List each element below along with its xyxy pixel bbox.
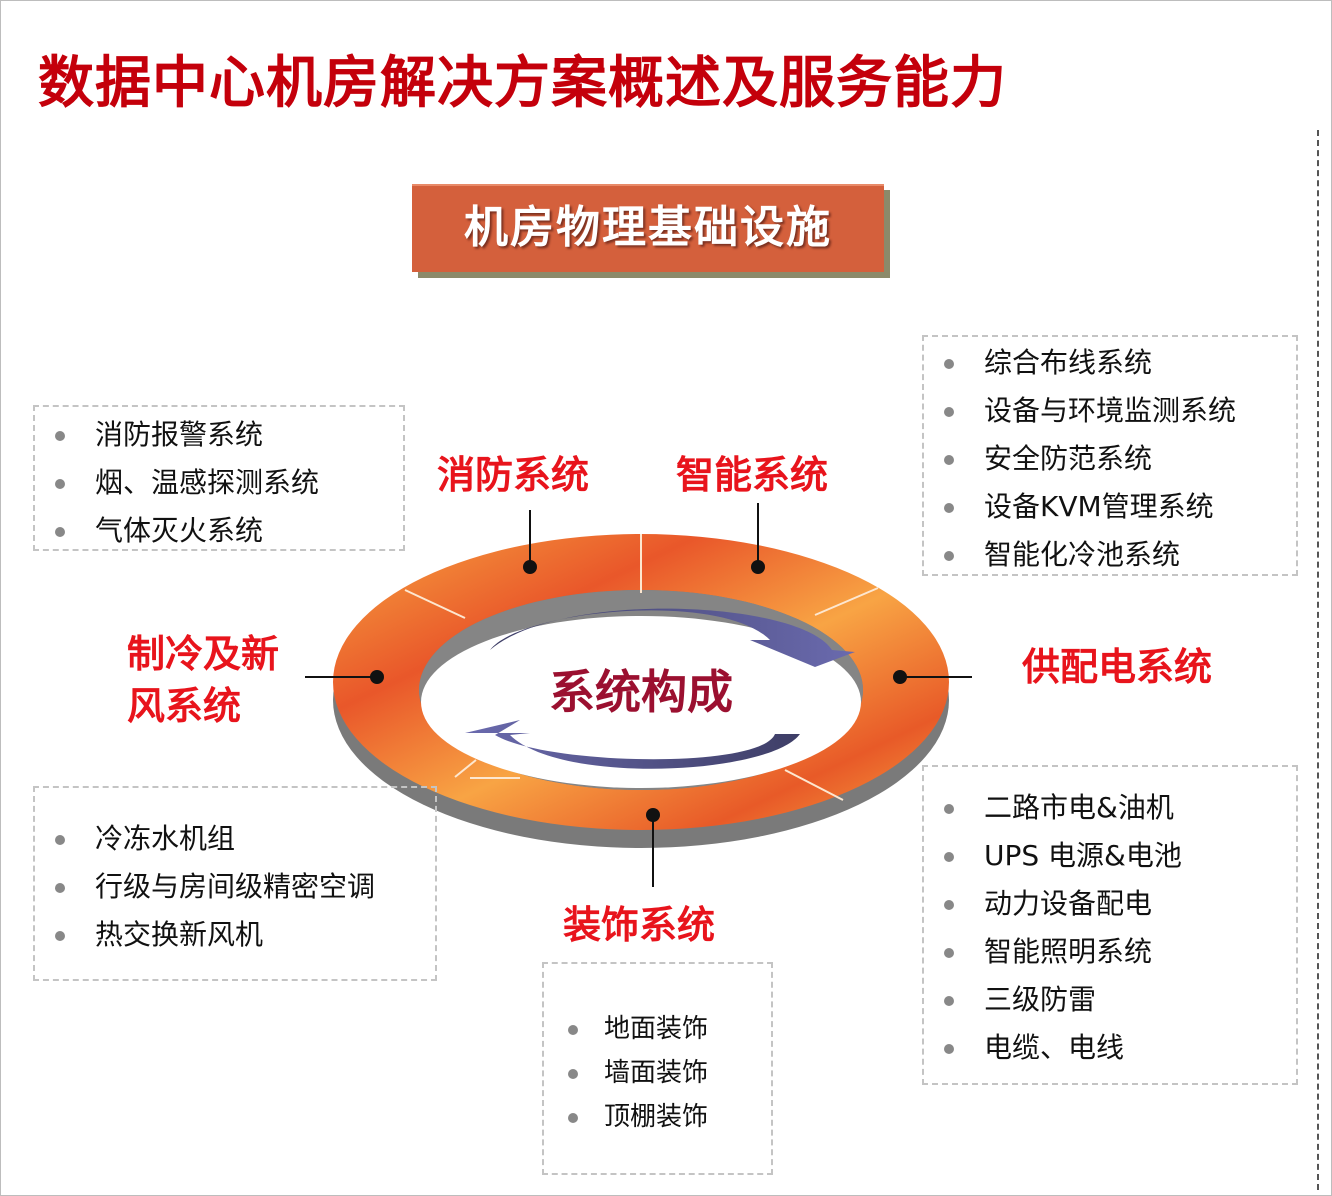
label-smart: 智能系统 xyxy=(676,453,829,497)
decor-list: 地面装饰 墙面装饰 顶棚装饰 xyxy=(542,962,773,1175)
list-item: 消防报警系统 xyxy=(55,415,263,455)
segment-dividers xyxy=(404,534,879,801)
list-item: 热交换新风机 xyxy=(55,915,263,955)
ring-top xyxy=(333,534,949,830)
page-title: 数据中心机房解决方案概述及服务能力 xyxy=(38,51,1007,116)
connector-lines xyxy=(305,503,972,887)
label-decor: 装饰系统 xyxy=(563,903,716,947)
label-fire: 消防系统 xyxy=(437,453,590,497)
list-item: 地面装饰 xyxy=(568,1009,708,1049)
list-item: 墙面装饰 xyxy=(568,1053,708,1093)
center-label: 系统构成 xyxy=(549,665,733,719)
label-cooling-2: 风系统 xyxy=(127,684,242,728)
list-item: 三级防雷 xyxy=(944,980,1096,1020)
cycle-arrow-top-icon xyxy=(490,608,855,667)
dashed-divider xyxy=(1317,130,1319,1190)
ring-hole xyxy=(421,616,861,788)
list-item: 安全防范系统 xyxy=(944,439,1152,479)
connector-dots xyxy=(370,560,907,822)
fire-list: 消防报警系统 烟、温感探测系统 气体灭火系统 xyxy=(33,405,405,551)
list-item: UPS 电源&电池 xyxy=(944,836,1182,876)
list-item: 设备KVM管理系统 xyxy=(944,487,1214,527)
list-item: 行级与房间级精密空调 xyxy=(55,867,375,907)
cycle-arrow-bottom-icon xyxy=(465,720,800,769)
list-item: 动力设备配电 xyxy=(944,884,1152,924)
list-item: 二路市电&油机 xyxy=(944,788,1174,828)
cooling-list: 冷冻水机组 行级与房间级精密空调 热交换新风机 xyxy=(33,786,437,981)
list-item: 智能化冷池系统 xyxy=(944,535,1180,575)
list-item: 设备与环境监测系统 xyxy=(944,391,1236,431)
power-list: 二路市电&油机 UPS 电源&电池 动力设备配电 智能照明系统 三级防雷 电缆、… xyxy=(922,765,1298,1085)
label-power: 供配电系统 xyxy=(1022,645,1213,689)
list-item: 电缆、电线 xyxy=(944,1028,1124,1068)
section-banner: 机房物理基础设施 xyxy=(412,184,884,272)
list-item: 综合布线系统 xyxy=(944,343,1152,383)
list-item: 烟、温感探测系统 xyxy=(55,463,319,503)
smart-list: 综合布线系统 设备与环境监测系统 安全防范系统 设备KVM管理系统 智能化冷池系… xyxy=(922,335,1298,576)
list-item: 冷冻水机组 xyxy=(55,819,235,859)
list-item: 顶棚装饰 xyxy=(568,1097,708,1137)
list-item: 智能照明系统 xyxy=(944,932,1152,972)
list-item: 气体灭火系统 xyxy=(55,511,263,551)
label-cooling-1: 制冷及新 xyxy=(127,632,280,676)
banner-text: 机房物理基础设施 xyxy=(464,202,832,253)
